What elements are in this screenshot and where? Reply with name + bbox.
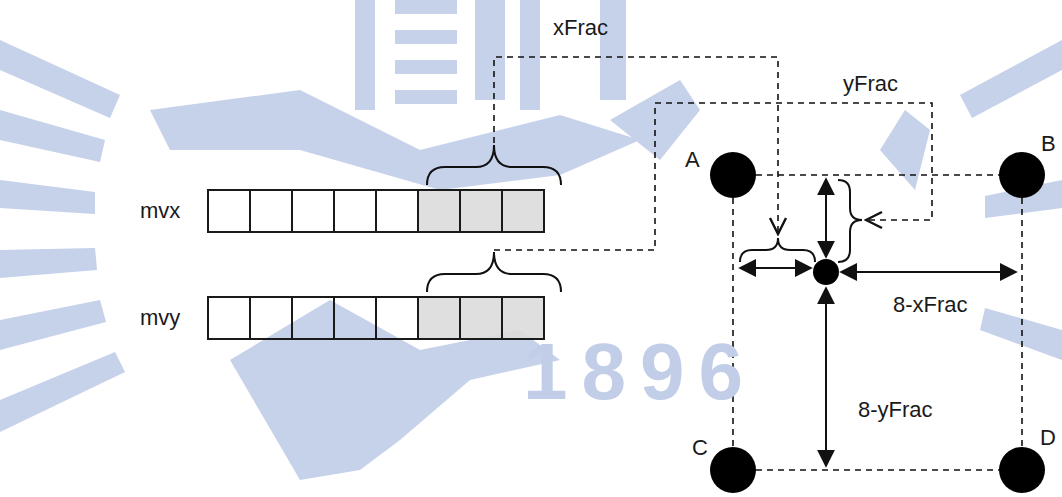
pixel-dot: D [999,447,1045,493]
integer-bit [207,296,251,340]
pixel-dot: A [710,152,756,198]
integer-bit [375,189,419,233]
leader-line [494,103,932,250]
register-name: mvx [140,199,180,223]
integer-bit [291,296,335,340]
integer-bit [249,296,293,340]
pixel-name: C [692,436,708,460]
distance-label: 8-yFrac [858,398,933,422]
bit-register: mvx [140,189,545,233]
watermark [0,0,1062,480]
fraction-label: yFrac [843,72,898,96]
fraction-bit [459,296,503,340]
bit-register: mvy [140,296,545,340]
frac-brace [838,180,862,262]
fraction-label: xFrac [553,16,608,40]
integer-bit [333,189,377,233]
fraction-bit [459,189,503,233]
grid-line [756,174,999,176]
distance-label: 8-xFrac [893,293,968,317]
pixel-name: D [1040,426,1056,450]
pixel-name: A [685,148,700,172]
fraction-bit [417,189,461,233]
register-name: mvy [140,306,180,330]
integer-bit [249,189,293,233]
pixel-dot: C [710,447,756,493]
fraction-bit [501,189,545,233]
fraction-bit [417,296,461,340]
grid-line [1021,198,1023,447]
pixel-dot: B [999,152,1045,198]
frac-brace [740,238,815,262]
integer-bit [291,189,335,233]
integer-bit [375,296,419,340]
watermark-text: 1896 [523,328,757,416]
distance-arrow [740,267,811,269]
integer-bit [207,189,251,233]
bit-brace [427,252,561,292]
integer-bit [333,296,377,340]
grid-line [756,469,999,471]
distance-arrow [825,288,827,466]
leader-line [494,57,778,234]
sample-point [813,259,839,285]
pixel-name: B [1041,132,1056,156]
distance-arrow [825,179,827,257]
distance-arrow [841,271,1016,273]
bit-brace [427,145,561,185]
